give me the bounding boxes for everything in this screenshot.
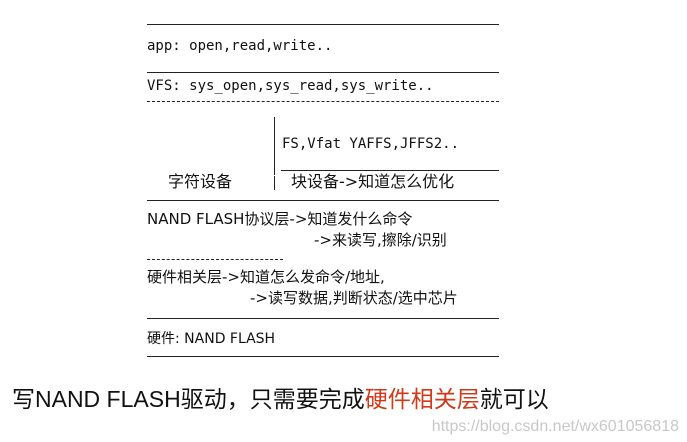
nand-protocol-text-line1: NAND FLASH协议层->知道发什么命令 [147, 210, 413, 228]
caption-part1: 写NAND FLASH驱动，只需要完成 [12, 386, 365, 412]
app-layer-text: app: open,read,write.. [147, 38, 333, 54]
rule-below-fs [281, 170, 499, 171]
top-rule [147, 24, 499, 25]
hardware-text: 硬件: NAND FLASH [147, 331, 276, 347]
caption: 写NAND FLASH驱动，只需要完成硬件相关层就可以 [12, 384, 549, 414]
block-device-text: 块设备->知道怎么优化 [291, 172, 455, 191]
dashed-rule-below-protocol [147, 259, 283, 260]
dashed-rule-below-vfs [147, 101, 499, 102]
rule-below-hardware-layer [147, 318, 499, 319]
watermark: https://blog.csdn.net/wx601056818 [431, 418, 679, 435]
nand-protocol-text-line2: ->来读写,擦除/识别 [314, 231, 447, 249]
char-device-label: 字符设备 [168, 172, 233, 191]
rule-below-block-device [147, 200, 499, 201]
caption-highlight: 硬件相关层 [364, 386, 480, 412]
vertical-separator-lower [274, 176, 275, 190]
bottom-rule [147, 356, 499, 357]
fs-layer-text: FS,Vfat YAFFS,JFFS2.. [282, 136, 460, 152]
vfs-layer-text: VFS: sys_open,sys_read,sys_write.. [147, 78, 434, 94]
caption-part2: 就可以 [479, 386, 549, 412]
rule-below-app [147, 72, 499, 73]
hardware-layer-text-line2: ->读写数据,判断状态/选中芯片 [250, 289, 458, 307]
vertical-separator-upper [274, 117, 275, 175]
hardware-layer-text-line1: 硬件相关层->知道怎么发命令/地址, [147, 268, 385, 286]
